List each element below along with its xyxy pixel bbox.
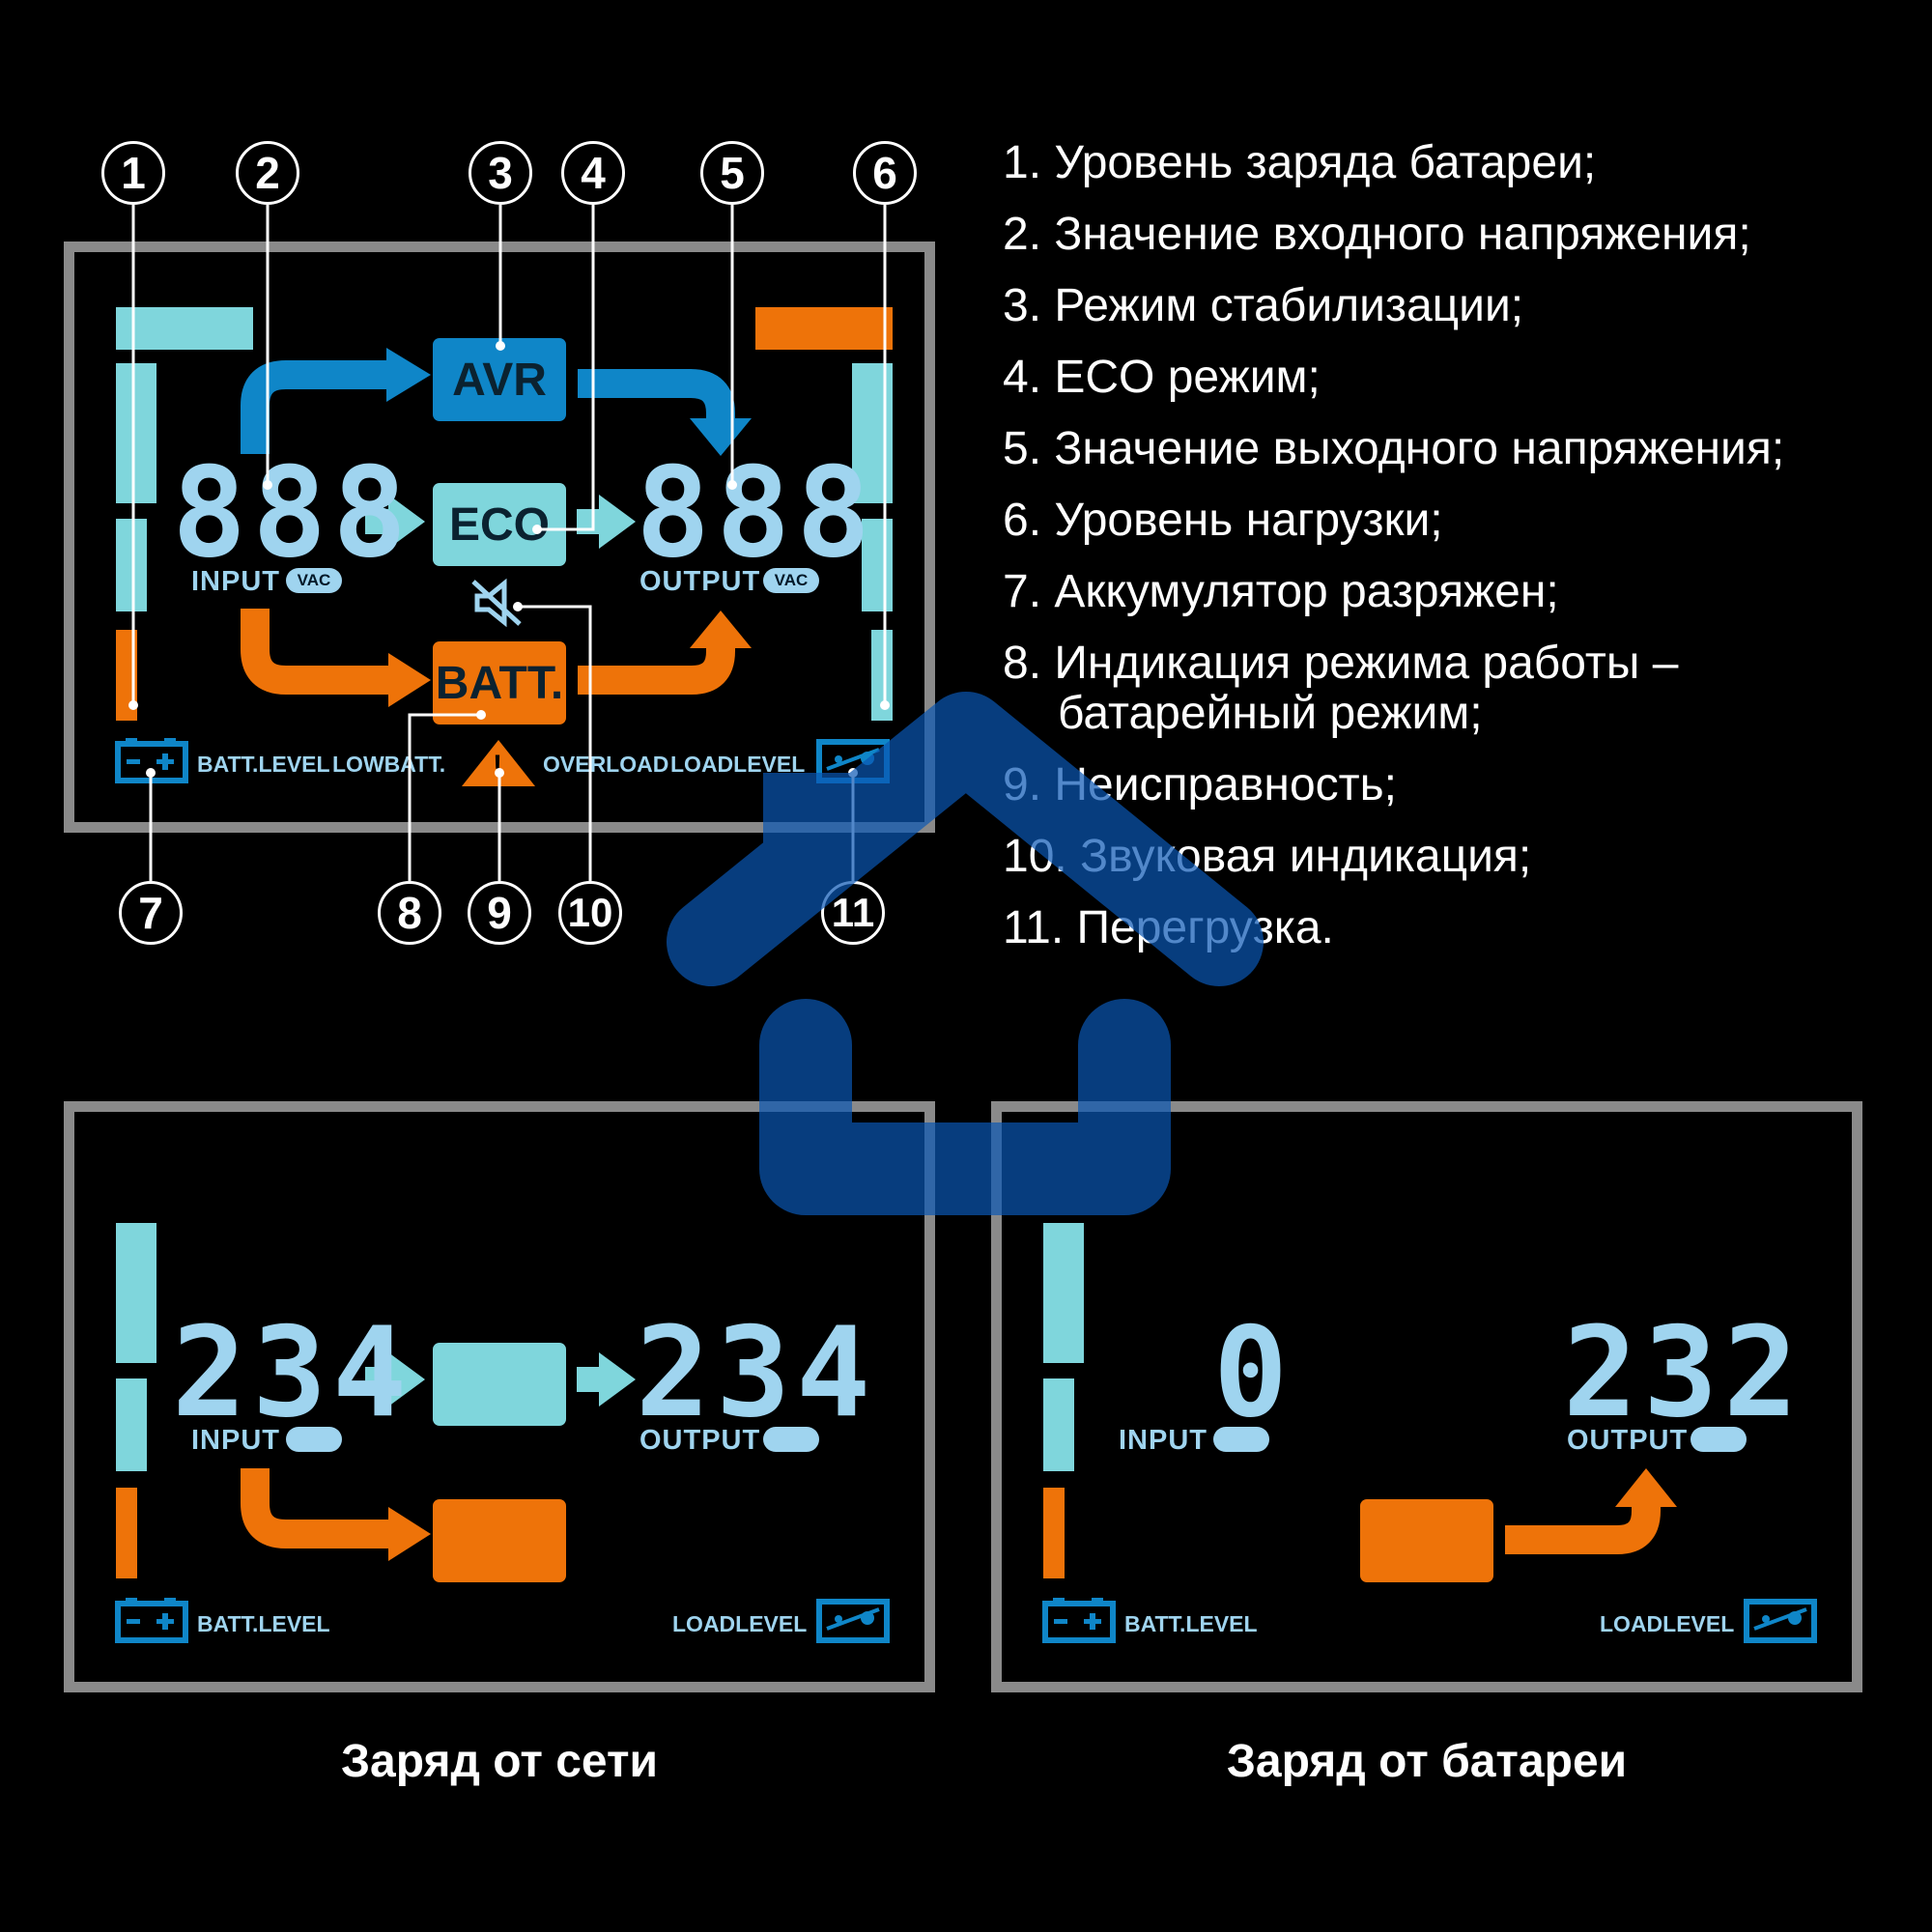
grid-battery-bar-low [116,1488,137,1578]
grid-input-readout: 234 [172,1301,413,1445]
callout-1: 1 [101,141,165,205]
load-level-bar-low [871,630,893,721]
fault-symbol: ! [493,750,502,781]
input-label: INPUT [191,566,280,597]
battery-mode-batt-box [1360,1499,1493,1582]
callout-8: 8 [378,881,441,945]
grid-input-unit-pill [286,1427,342,1452]
battery-mode-input-pill [1213,1427,1269,1452]
avr-in-arrow [241,360,391,454]
battery-mode-input-readout: 0 [1213,1301,1294,1445]
batt-in-arrow [241,609,394,695]
batt-panel-battery-bar-2 [1043,1223,1084,1363]
grid-output-readout: 234 [636,1301,877,1445]
callout-4: 4 [561,141,625,205]
battery-mode-output-readout: 232 [1563,1301,1804,1445]
output-voltage-readout: 888 [636,441,877,585]
legend-item-8: 8. Индикация режима работы – [1003,638,1679,689]
grid-output-label: OUTPUT [639,1425,761,1456]
callout-7: 7 [119,881,183,945]
input-unit-badge: VAC [286,568,342,593]
output-unit-badge: VAC [763,568,819,593]
legend-item-7: 7. Аккумулятор разряжен; [1003,566,1559,617]
battery-mode-caption: Заряд от батареи [1226,1736,1628,1787]
legend-item-3: 3. Режим стабилизации; [1003,280,1524,331]
grid-output-unit-pill [763,1427,819,1452]
legend-item-6: 6. Уровень нагрузки; [1003,495,1443,546]
battery-mode-input-label: INPUT [1119,1425,1208,1456]
battery-level-bar-top [116,307,253,350]
legend-item-4: 4. ECO режим; [1003,352,1321,403]
grid-eco-box [433,1343,566,1426]
grid-load-level-label: LOADLEVEL [672,1611,808,1636]
callout-5: 5 [700,141,764,205]
output-label: OUTPUT [639,566,761,597]
legend-item-8-continued: батарейный режим; [1058,688,1483,739]
batt-panel-battery-bar-low [1043,1488,1065,1578]
eco-in-arrow [388,495,425,549]
eco-out-arrow [599,495,636,549]
grid-mode-panel [64,1101,935,1692]
callout-3: 3 [469,141,532,205]
batt-level-label: BATT.LEVEL [197,752,330,777]
battery-icon-grid [115,1598,188,1643]
callout-2: 2 [236,141,299,205]
grid-mode-caption: Заряд от сети [340,1736,658,1787]
battery-icon-battery-mode [1042,1598,1116,1643]
legend-item-5: 5. Значение выходного напряжения; [1003,423,1785,474]
grid-batt-box [433,1499,566,1582]
callout-6: 6 [853,141,917,205]
load-icon-grid [816,1599,890,1643]
low-batt-label: LOWBATT. [332,752,446,777]
load-level-bar-3 [862,519,893,611]
callout-9: 9 [468,881,531,945]
battery-mode-output-pill [1690,1427,1747,1452]
overload-label: OVERLOAD [543,752,669,777]
grid-battery-bar-2 [116,1223,156,1363]
battery-mode-batt-level-label: BATT.LEVEL [1124,1611,1258,1636]
avr-out-arrow [578,369,735,421]
batt-mode-box: BATT. [433,641,566,724]
grid-batt-level-label: BATT.LEVEL [197,1611,330,1636]
grid-battery-bar-3 [116,1378,147,1471]
load-icon-battery-mode [1744,1599,1817,1643]
load-level-bar-top [755,307,893,350]
warning-triangle-icon [462,740,535,786]
batt-panel-battery-bar-3 [1043,1378,1074,1471]
battery-mode-load-level-label: LOADLEVEL [1600,1611,1735,1636]
avr-mode-box: AVR [433,338,566,421]
callout-10: 10 [558,881,622,945]
legend-item-1: 1. Уровень заряда батареи; [1003,137,1597,188]
battery-mode-output-label: OUTPUT [1567,1425,1689,1456]
battery-mode-panel [991,1101,1862,1692]
load-level-label: LOADLEVEL [670,752,806,777]
mute-icon [471,578,522,628]
batt-out-arrow [578,645,735,695]
battery-level-bar-3 [116,519,147,611]
battery-level-bar-2 [116,363,156,503]
eco-mode-box: ECO [433,483,566,566]
input-voltage-readout: 888 [172,441,413,585]
legend-item-2: 2. Значение входного напряжения; [1003,209,1751,260]
grid-input-label: INPUT [191,1425,280,1456]
